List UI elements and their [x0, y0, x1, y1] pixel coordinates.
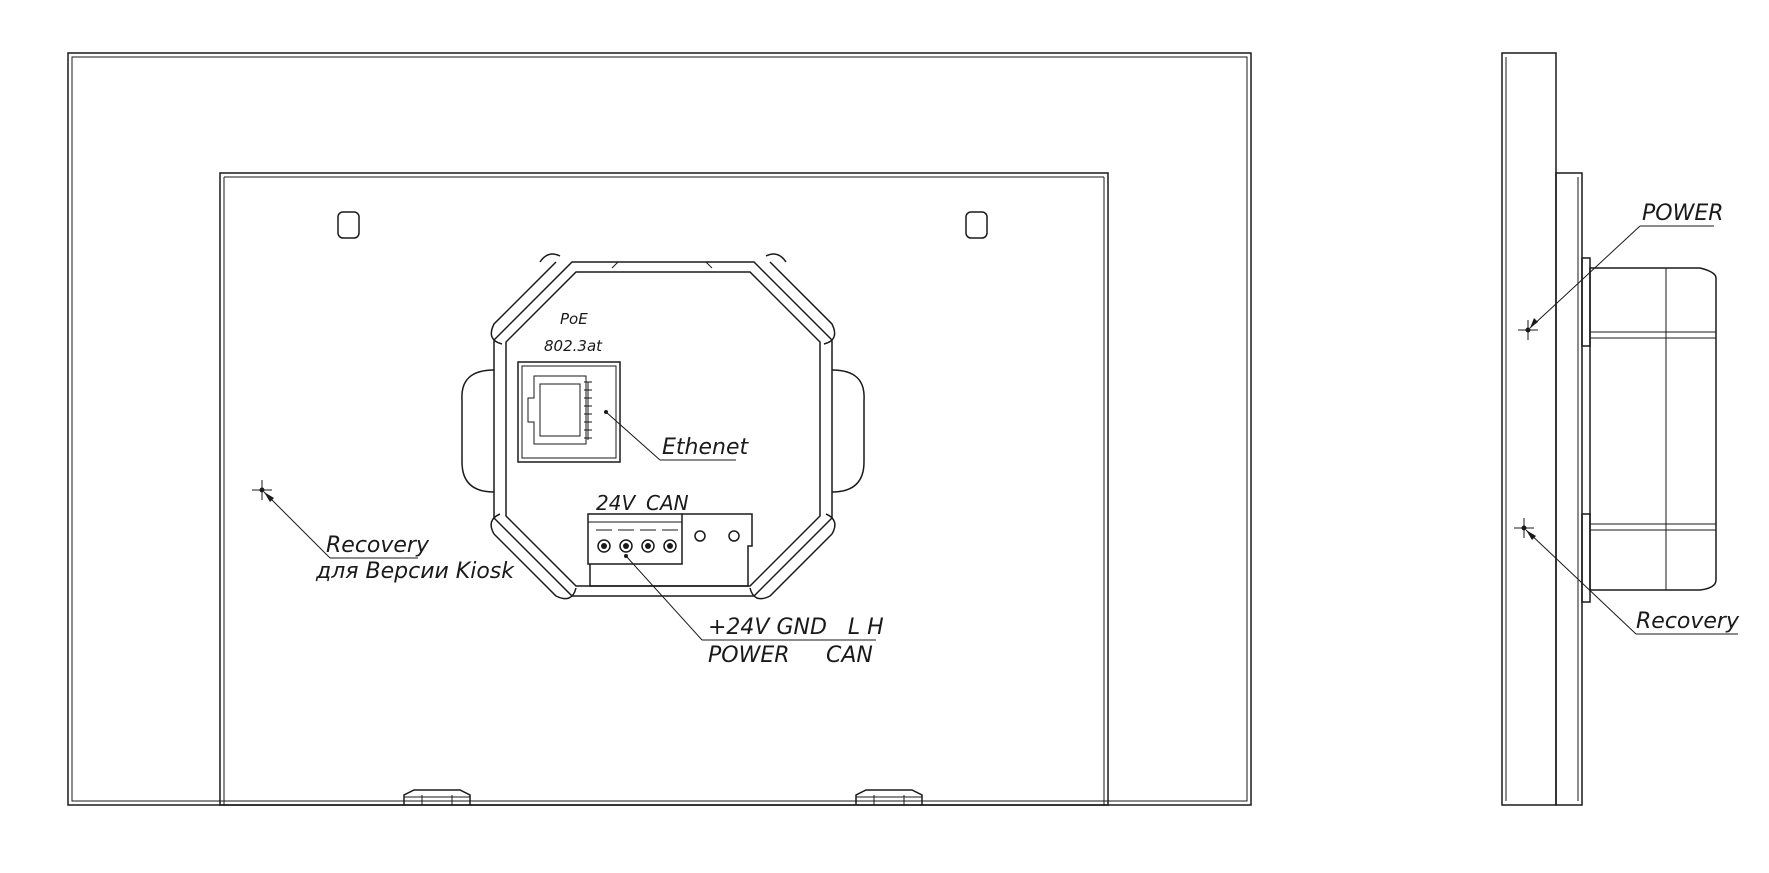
- side-glass-panel: [1501, 52, 1557, 806]
- poe-standard-label: 802.3at: [544, 337, 603, 355]
- terminal-screw-3: [641, 539, 655, 553]
- front-view: PoE 802.3at Ethenet Recovery для Версии …: [67, 52, 1252, 806]
- recovery-front-marker: [252, 480, 418, 559]
- outer-frame: [67, 52, 1252, 806]
- side-view: POWER Recovery: [1501, 52, 1740, 806]
- power-group-label: POWER: [708, 643, 790, 668]
- terminal-screw-2: [619, 539, 633, 553]
- connector-can-label: CAN: [646, 491, 689, 515]
- terminal-block: [587, 513, 753, 587]
- side-tab-top: [1581, 257, 1591, 347]
- bottom-clip-right: [855, 789, 923, 805]
- side-recovery-label: Recovery: [1636, 609, 1740, 634]
- ear-bottom-left: [493, 533, 577, 600]
- ear-bottom-right: [749, 533, 833, 600]
- mount-hole-2: [728, 530, 740, 542]
- side-power-label: POWER: [1642, 201, 1724, 226]
- ethernet-port: [517, 361, 621, 463]
- terminal-block-body: [587, 513, 683, 565]
- terminal-screw-1: [597, 539, 611, 553]
- mount-slot-left: [337, 211, 360, 239]
- rj45-pins: [584, 381, 592, 440]
- back-box: [461, 253, 865, 600]
- pins-label: +24V GND L H: [708, 615, 884, 640]
- side-rear-plate: [1555, 172, 1583, 806]
- recovery-front-sublabel: для Версии Kiosk: [315, 559, 515, 584]
- ear-top-right: [769, 261, 836, 345]
- ethernet-label: Ethenet: [662, 435, 749, 460]
- side-recovery-marker: [1514, 518, 1738, 635]
- ear-top-left: [490, 261, 557, 345]
- rj45-socket-icon: [527, 375, 587, 445]
- ethernet-port-frame: [517, 361, 621, 463]
- bottom-clip-left: [403, 789, 471, 805]
- mount-hole-1: [694, 530, 706, 542]
- side-tab-right: [831, 369, 865, 493]
- side-power-marker: [1518, 225, 1714, 340]
- poe-label: PoE: [560, 310, 588, 328]
- ethernet-leader: [604, 410, 736, 461]
- mount-slot-right: [965, 211, 988, 239]
- can-group-label: CAN: [826, 643, 873, 668]
- connector-24v-label: 24V: [596, 491, 636, 515]
- terminal-leader: [624, 554, 876, 641]
- side-tab-left: [461, 369, 495, 493]
- rear-plate: [219, 172, 1109, 806]
- outer-frame-inner-edge: [71, 56, 1248, 802]
- recovery-front-label: Recovery: [326, 533, 430, 558]
- side-box-body: [1589, 267, 1717, 591]
- terminal-screw-4: [663, 539, 677, 553]
